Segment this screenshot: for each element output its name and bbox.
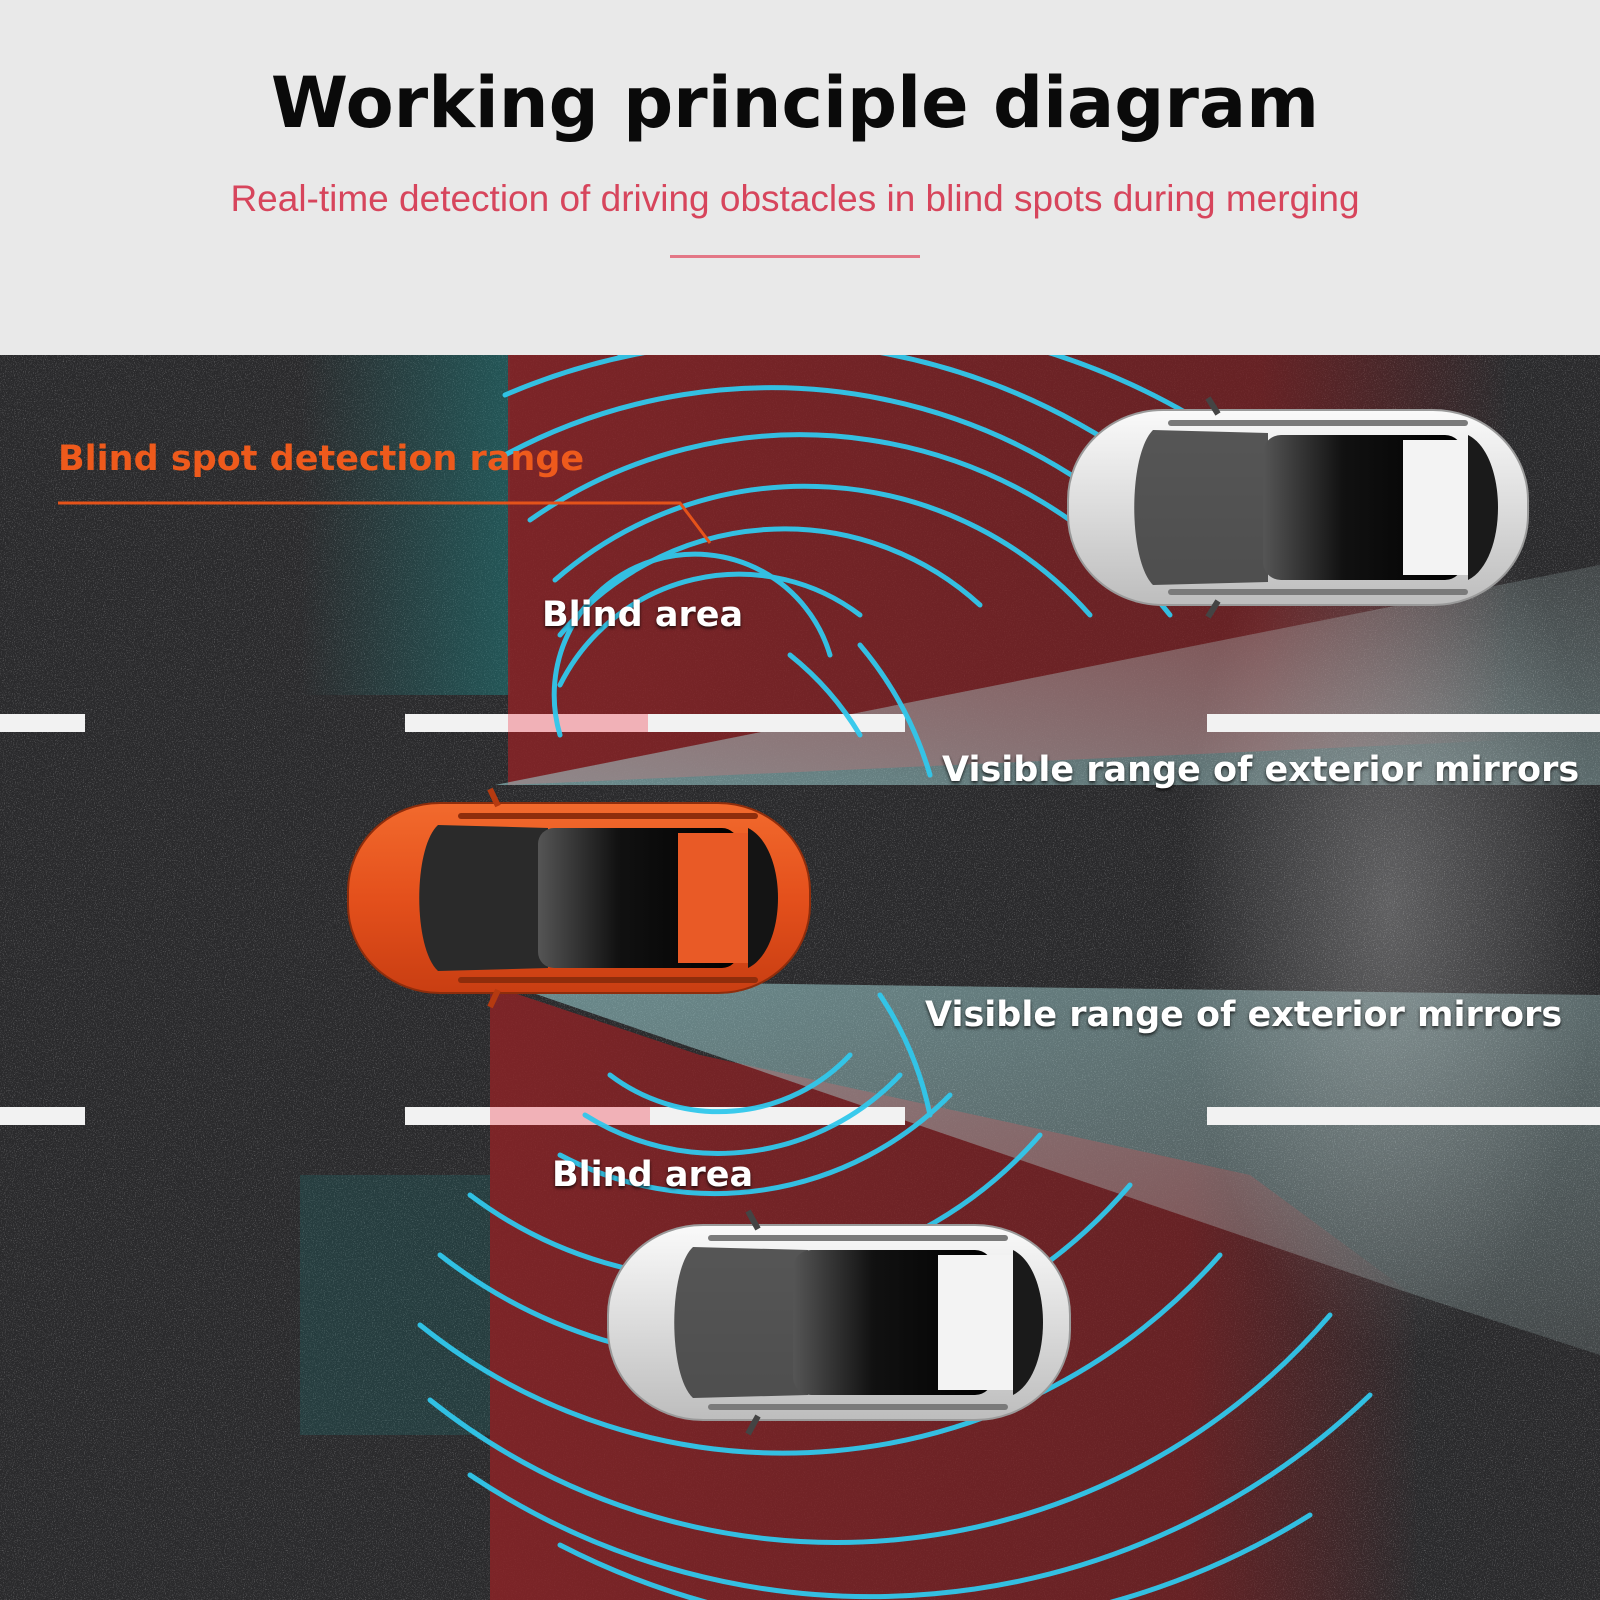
blind-area-label-bottom: Blind area: [552, 1155, 753, 1195]
mirror-range-label-top: Visible range of exterior mirrors: [942, 750, 1579, 790]
subtitle-divider: [670, 255, 920, 258]
car-bottom: [608, 1211, 1070, 1434]
lane-dash-blind-tint: [490, 1107, 650, 1125]
blind-area-label-top: Blind area: [542, 595, 743, 635]
roof-rail: [458, 813, 758, 819]
roof-rail: [1168, 589, 1468, 595]
roof-rail: [458, 977, 758, 983]
roof-rail: [1168, 420, 1468, 426]
lane-dash: [1207, 714, 1600, 732]
roof-rail: [708, 1235, 1008, 1241]
windshield: [674, 1247, 808, 1398]
lane-dash: [1207, 1107, 1600, 1125]
teal-glow-bottom: [300, 1175, 490, 1435]
lane-dash: [405, 714, 905, 732]
roof-rail: [708, 1404, 1008, 1410]
page-title: Working principle diagram: [0, 62, 1590, 144]
rear-panel: [678, 833, 750, 963]
lane-dash-blind-tint: [508, 714, 648, 732]
car-top-right: [1068, 398, 1528, 617]
windshield: [419, 825, 548, 971]
lane-dash: [405, 1107, 905, 1125]
lane-dash: [0, 1107, 85, 1125]
lane-dash: [0, 714, 85, 732]
detection-range-label: Blind spot detection range: [58, 439, 584, 479]
car-ego: [348, 789, 810, 1007]
road-illustration: [0, 355, 1600, 1600]
road-scene: Blind spot detection range Blind area Vi…: [0, 355, 1600, 1600]
rear-panel: [938, 1255, 1013, 1390]
windshield: [1134, 430, 1268, 585]
page-subtitle: Real-time detection of driving obstacles…: [0, 178, 1590, 220]
header: Working principle diagram Real-time dete…: [0, 0, 1600, 355]
teal-glow-top: [300, 355, 510, 695]
rear-panel: [1403, 440, 1473, 575]
mirror-range-label-bottom: Visible range of exterior mirrors: [925, 995, 1562, 1035]
